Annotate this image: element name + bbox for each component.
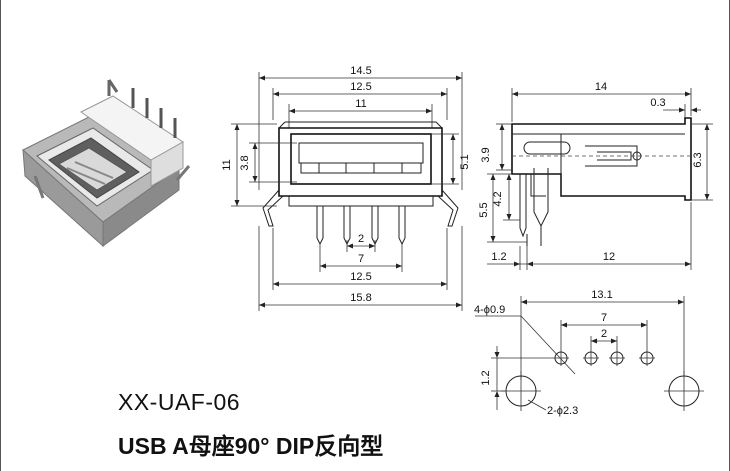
pcb-big-holes bbox=[501, 371, 704, 411]
dim-big-hole-label: 2-ϕ2.3 bbox=[547, 405, 578, 417]
dim-side-pin-to-end: 12 bbox=[603, 251, 615, 263]
product-photo bbox=[22, 79, 191, 248]
dim-side-pin-height: 4.2 bbox=[492, 191, 504, 206]
model-code: XX-UAF-06 bbox=[118, 389, 241, 415]
dim-side-tab: 0.3 bbox=[650, 97, 665, 109]
pcb-layout: 13.1 4-ϕ0.9 7 2 bbox=[474, 289, 704, 417]
dim-side-pin-length: 5.5 bbox=[478, 202, 490, 217]
pcb-small-holes bbox=[553, 350, 655, 366]
dim-pin-pitch: 2 bbox=[358, 233, 364, 245]
dim-right-height: 5.1 bbox=[459, 154, 471, 169]
dim-leg-span: 15.8 bbox=[350, 292, 371, 304]
dim-pcb-pitch-7: 7 bbox=[601, 312, 607, 324]
side-view: 14 0.3 3.9 6. bbox=[478, 81, 713, 270]
dim-pcb-span: 13.1 bbox=[591, 289, 612, 301]
dim-opening-width: 11 bbox=[355, 98, 366, 110]
dim-pcb-row-offset: 1.2 bbox=[480, 370, 492, 385]
dim-pin-span-12-5: 12.5 bbox=[350, 271, 371, 283]
dim-side-top: 3.9 bbox=[480, 147, 492, 162]
dim-hole-label: 4-ϕ0.9 bbox=[474, 304, 505, 316]
product-name: USB A母座90° DIP反向型 bbox=[118, 433, 384, 459]
dim-pcb-pitch-2: 2 bbox=[601, 328, 607, 340]
front-view: 14.5 12.5 11 bbox=[221, 65, 471, 311]
dim-pin-span-7: 7 bbox=[358, 253, 364, 265]
dim-inner-height: 3.8 bbox=[239, 155, 251, 170]
dim-overall-width: 14.5 bbox=[350, 65, 371, 77]
dim-side-height: 6.3 bbox=[692, 152, 704, 167]
dim-outer-height: 11 bbox=[221, 159, 233, 170]
dim-side-offset: 1.2 bbox=[491, 251, 506, 263]
dim-side-length: 14 bbox=[595, 81, 607, 93]
dim-body-width: 12.5 bbox=[350, 81, 371, 93]
